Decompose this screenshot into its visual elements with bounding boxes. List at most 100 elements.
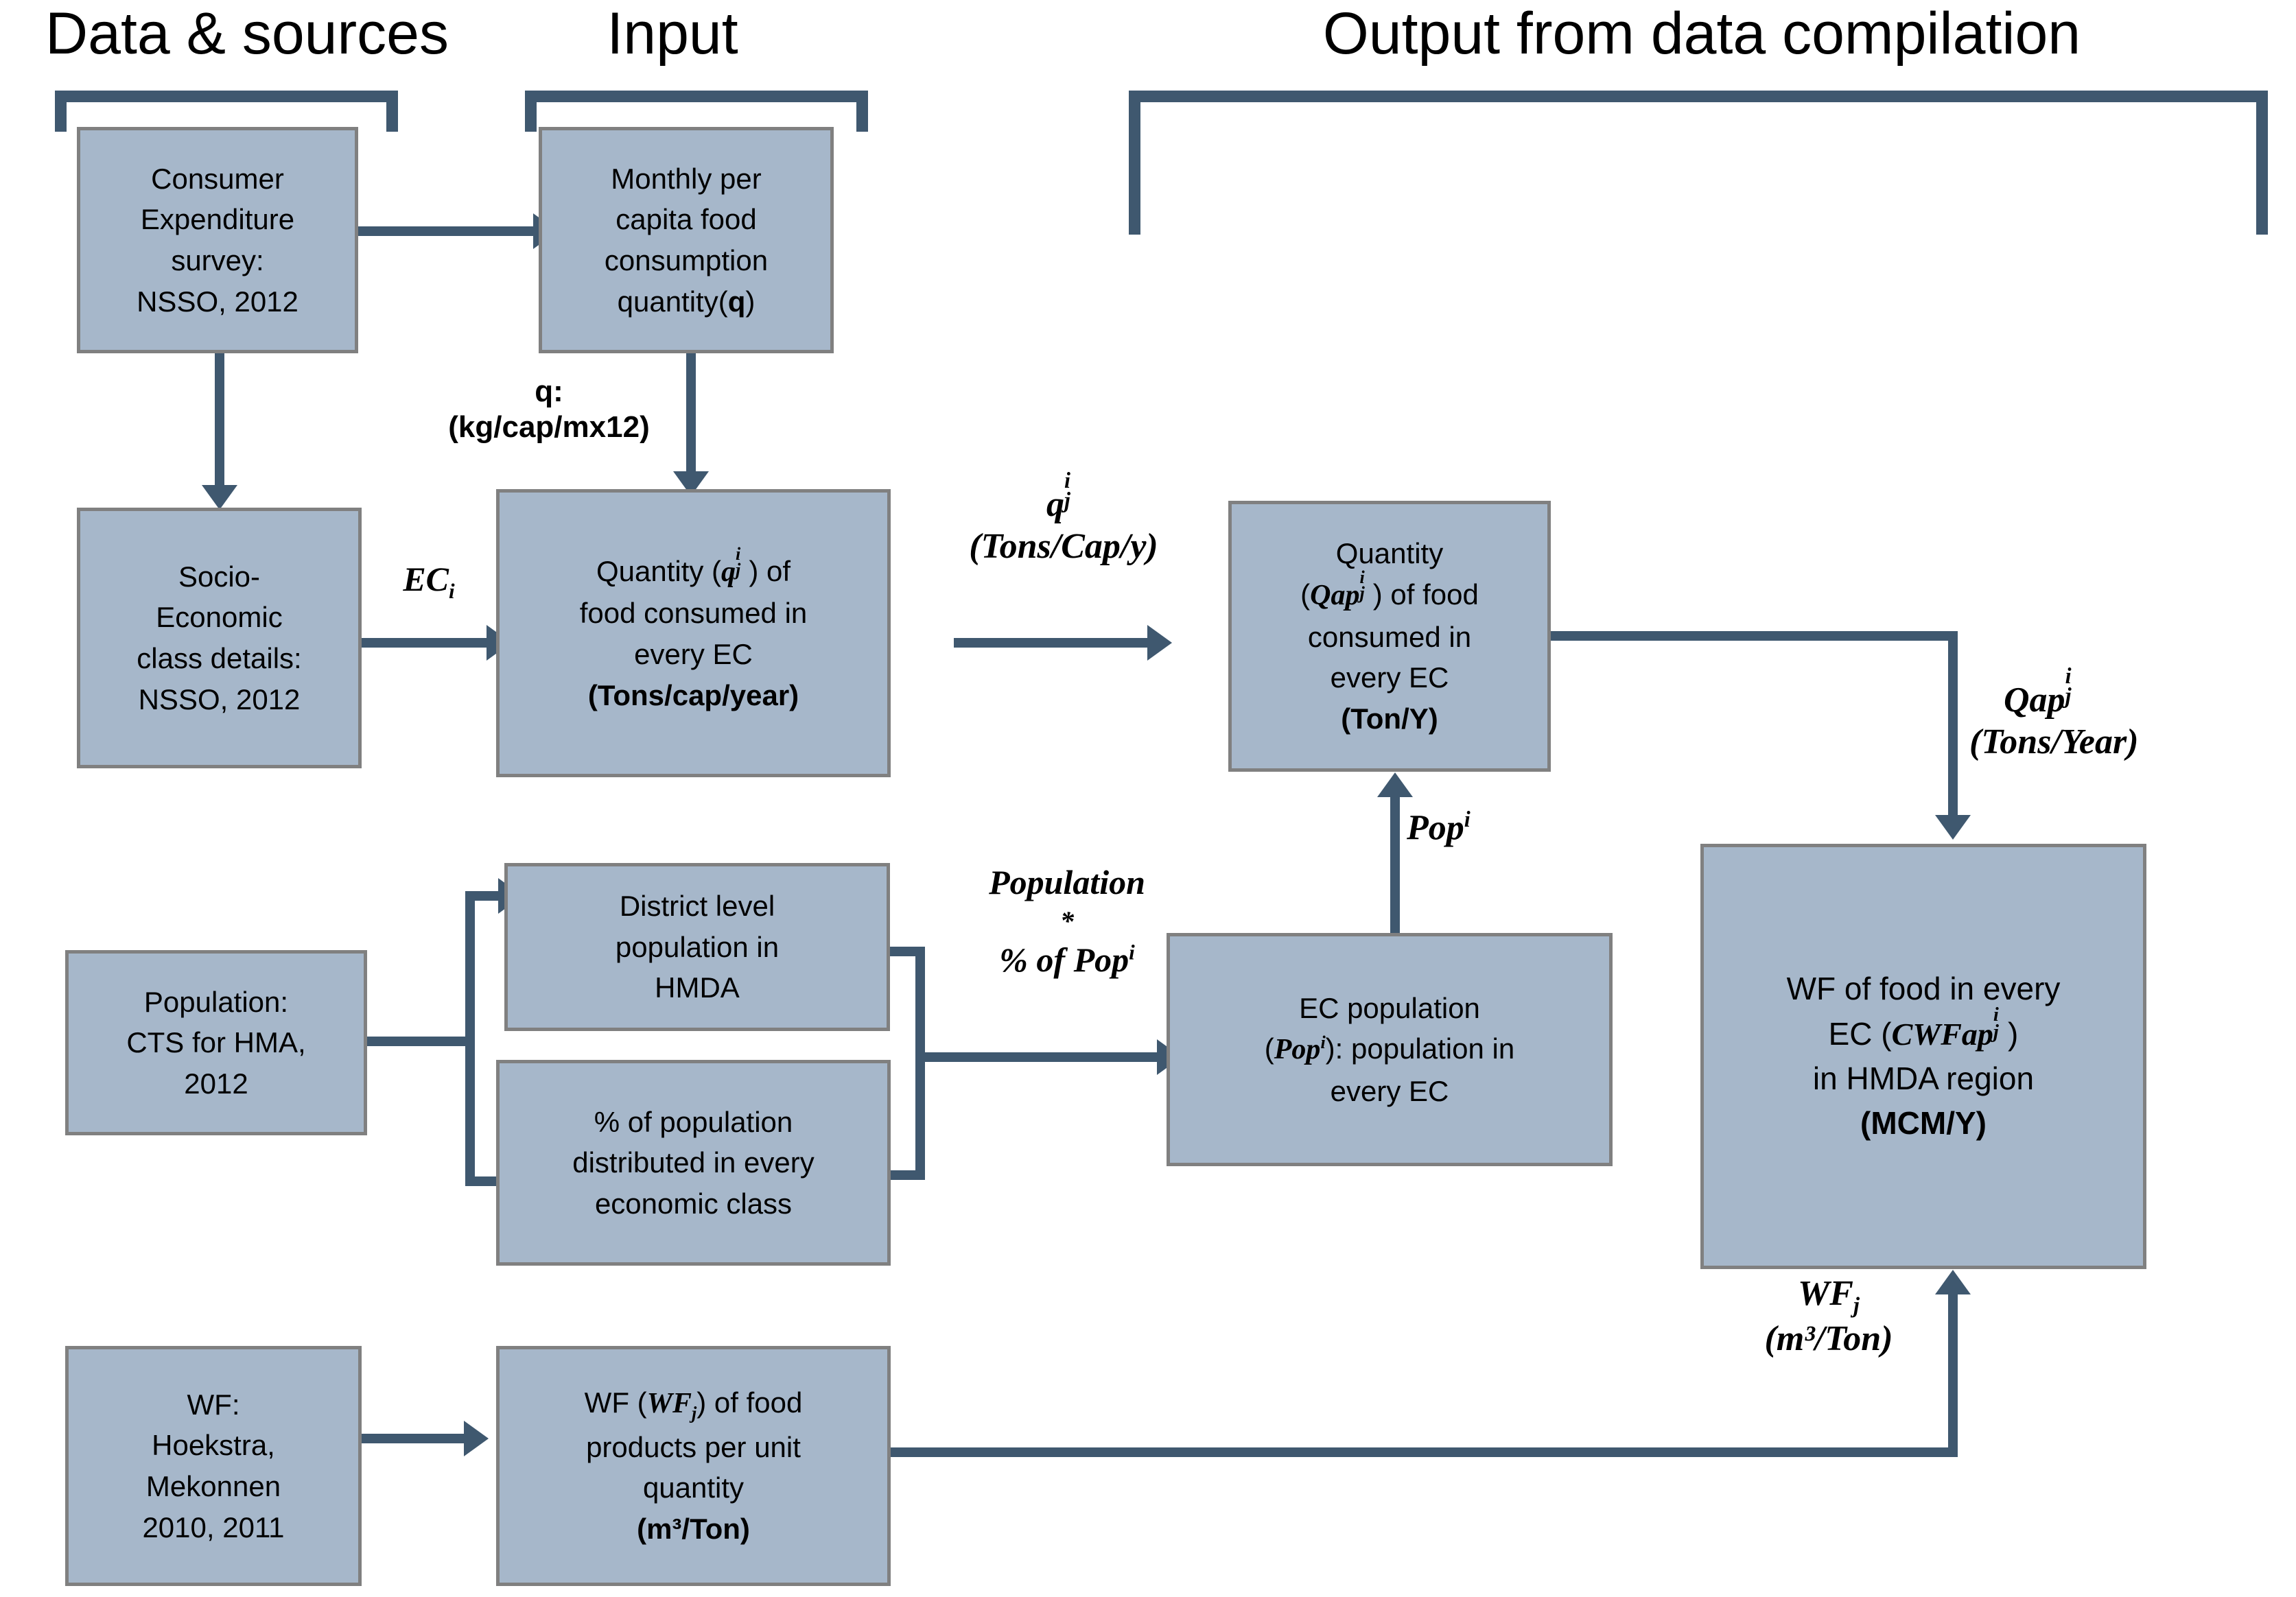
box-socio-economic-class-details[interactable]: Socio- Economic class details: NSSO, 201… xyxy=(77,508,362,768)
symbol-pop: Pop xyxy=(1274,1034,1321,1066)
box-line: 2010, 2011 xyxy=(142,1511,285,1543)
box-line: District level xyxy=(619,890,775,923)
subscript-i: i xyxy=(449,579,455,603)
qap-suffix: ) of food xyxy=(1372,578,1479,611)
symbol-qap: Qap xyxy=(1310,580,1360,612)
box-line: survey: xyxy=(171,244,264,276)
box-ec-population[interactable]: EC population (Popi): population in ever… xyxy=(1167,933,1613,1166)
box-line: products per unit xyxy=(586,1430,801,1463)
subscript-j: j xyxy=(1853,1292,1860,1318)
connector-pop-split xyxy=(465,891,475,1186)
box-percent-population-distribution[interactable]: % of population distributed in every eco… xyxy=(496,1060,891,1266)
header-output: Output from data compilation xyxy=(1322,1,2081,67)
box-line: 2012 xyxy=(184,1067,248,1100)
box-line: HMDA xyxy=(655,971,740,1004)
box-line: % of population xyxy=(594,1105,793,1138)
box-line: WF: xyxy=(187,1388,240,1421)
box-line: food consumed in xyxy=(579,597,808,630)
edge-label-line: * xyxy=(1060,905,1074,936)
box-line: consumption xyxy=(604,244,769,276)
connector-wfproducts-to-result-h xyxy=(889,1447,1958,1457)
box-line: Monthly per xyxy=(611,162,762,195)
edge-label-line-units: (Tons/Cap/y) xyxy=(969,527,1158,567)
connector-ecpop-to-qap xyxy=(1390,792,1400,940)
superscript-i: i xyxy=(1320,1032,1326,1053)
symbol-cwfap: CWFap xyxy=(1891,1016,1993,1052)
cwfap-prefix: EC ( xyxy=(1828,1015,1892,1052)
superscript-i: i xyxy=(1464,807,1471,831)
edge-label-population-times-percent: Population * % of Popi xyxy=(919,861,1215,981)
box-line: Hoekstra, xyxy=(152,1429,275,1462)
box-wf-source[interactable]: WF: Hoekstra, Mekonnen 2010, 2011 xyxy=(65,1346,362,1586)
bracket-input xyxy=(525,91,868,132)
box-consumer-expenditure-survey[interactable]: Consumer Expenditure survey: NSSO, 2012 xyxy=(77,127,358,353)
cwfap-suffix: ) xyxy=(2008,1015,2019,1052)
edge-label-pop-i: Popi xyxy=(1407,806,1585,849)
symbol-ec: EC xyxy=(403,560,449,598)
edge-label-q-units: q: (kg/cap/mx12) xyxy=(412,374,686,445)
symbol-q: q xyxy=(727,285,746,318)
symbol-qap: Qap xyxy=(2004,681,2065,720)
percent-of-pop: % of Pop xyxy=(999,940,1129,979)
edge-label-line-symbol: WFj xyxy=(1715,1273,1942,1318)
box-line: WF of food in every xyxy=(1786,971,2061,1007)
pop-suffix: ): population in xyxy=(1325,1032,1515,1065)
edge-label-line: q: xyxy=(535,375,563,408)
connector-wfproducts-to-result-v xyxy=(1948,1290,1958,1457)
box-line: Socio- xyxy=(178,560,261,593)
superscript-i: i xyxy=(1129,939,1135,964)
quantity-prefix: Quantity ( xyxy=(596,554,722,587)
box-wf-food-products[interactable]: WF (WFj) of food products per unit quant… xyxy=(496,1346,891,1586)
connector-merge-to-ecpop xyxy=(915,1052,1162,1062)
box-line: every EC xyxy=(634,638,753,670)
edge-label-line: Population xyxy=(989,863,1145,901)
box-line: class details: xyxy=(137,642,302,674)
box-district-level-population[interactable]: District level population in HMDA xyxy=(504,863,890,1031)
connector-wfsource-to-products xyxy=(362,1434,469,1443)
box-line: every EC xyxy=(1330,1074,1449,1107)
edge-label-line: (kg/cap/mx12) xyxy=(448,410,650,444)
symbol-wf: WF xyxy=(1798,1274,1853,1313)
arrowhead-qap-to-wfresult xyxy=(1935,815,1971,840)
box-line: Economic xyxy=(156,601,283,634)
box-line: Quantity xyxy=(1335,537,1444,570)
box-line-quantity-q: quantity(q) xyxy=(617,285,755,318)
box-line: distributed in every xyxy=(572,1146,815,1179)
quantity-suffix: ) of xyxy=(749,554,791,587)
header-data-sources: Data & sources xyxy=(45,1,449,67)
box-line-units: (MCM/Y) xyxy=(1860,1105,1987,1141)
arrowhead-wfsource-to-products xyxy=(464,1421,489,1456)
box-line: economic class xyxy=(594,1187,793,1220)
box-line-pop-symbol: (Popi): population in xyxy=(1177,1028,1602,1071)
box-population-source[interactable]: Population: CTS for HMA, 2012 xyxy=(65,950,367,1135)
box-monthly-per-capita-food-consumption[interactable]: Monthly per capita food consumption quan… xyxy=(539,127,834,353)
box-line: Population: xyxy=(143,985,289,1018)
arrowhead-ecpop-to-qap xyxy=(1377,772,1413,797)
box-line-wf-symbol: WF (WFj) of food xyxy=(506,1382,880,1426)
box-line-units: (Tons/cap/year) xyxy=(587,678,799,711)
edge-label-ec-i: ECi xyxy=(364,559,494,604)
connector-pop-to-percent xyxy=(465,1176,503,1186)
box-line-units: (Ton/Y) xyxy=(1341,702,1438,735)
bracket-output xyxy=(1129,91,2268,235)
paren-open: ( xyxy=(1300,578,1311,611)
box-line: Expenditure xyxy=(140,203,295,236)
box-line: population in xyxy=(615,930,780,963)
arrowhead-wfproducts-to-result xyxy=(1935,1270,1971,1294)
arrowhead-quantity-to-qap xyxy=(1147,625,1172,661)
box-line-units: (m³/Ton) xyxy=(637,1513,750,1545)
